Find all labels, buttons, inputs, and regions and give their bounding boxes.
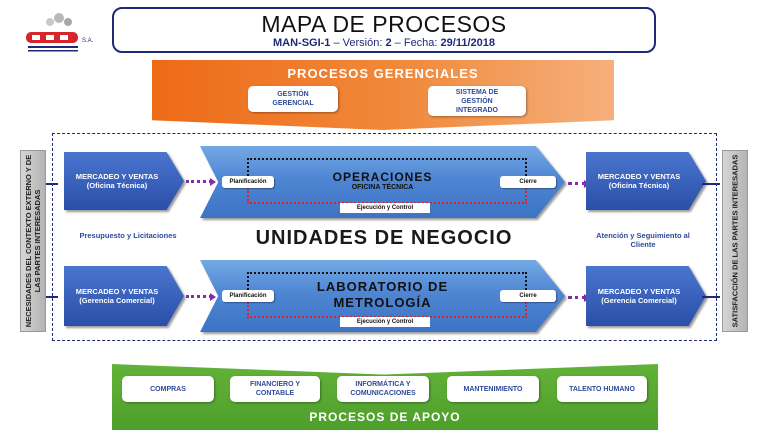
compras-box[interactable]: COMPRAS [122, 376, 214, 402]
row2-ejecucion[interactable]: Ejecución y Control [340, 317, 430, 327]
left-bar: NECESIDADES DEL CONTEXTO EXTERNO Y DE LA… [20, 150, 46, 332]
left-bar-connector-2 [46, 296, 58, 298]
row1-right-arrow[interactable]: MERCADEO Y VENTAS (Oficina Técnica) [586, 152, 706, 210]
laboratorio-title-2: METROLOGÍA [333, 295, 432, 310]
row2-connector-left [186, 295, 212, 298]
row2-loop-bottom [247, 302, 527, 318]
row1-connector-right [568, 182, 586, 185]
right-bar: SATISFACCIÓN DE LAS PARTES INTERESADAS [722, 150, 748, 332]
row1-loop-bottom [247, 188, 527, 204]
procesos-apoyo-block: COMPRAS FINANCIERO Y CONTABLE INFORMÁTIC… [112, 364, 658, 430]
row1-ejecucion[interactable]: Ejecución y Control [340, 203, 430, 213]
right-bar-connector-2 [702, 296, 720, 298]
gerenciales-title: PROCESOS GERENCIALES [287, 66, 479, 81]
operaciones-title: OPERACIONES [332, 170, 433, 184]
unidades-negocio-title: UNIDADES DE NEGOCIO [255, 227, 513, 249]
row2-right-arrow-shadow: MERCADEO Y VENTAS (Gerencia Comercial) [586, 266, 706, 326]
operaciones-subtitle: OFICINA TÉCNICA [351, 184, 414, 191]
row2-right-arrow[interactable]: MERCADEO Y VENTAS (Gerencia Comercial) [586, 266, 706, 326]
version-label: – Versión: [333, 37, 383, 49]
document-info: MAN-SGI-1 – Versión: 2 – Fecha: 29/11/20… [114, 37, 654, 50]
row1-left-arrow[interactable]: MERCADEO Y VENTAS (Oficina Técnica) [64, 152, 184, 210]
row1-left-arrow-shadow: MERCADEO Y VENTAS (Oficina Técnica) [64, 152, 184, 210]
title-box: MAPA DE PROCESOS MAN-SGI-1 – Versión: 2 … [112, 7, 656, 53]
company-logo: S.A. [26, 13, 94, 52]
row1-connector-left [186, 180, 212, 183]
talento-humano-box[interactable]: TALENTO HUMANO [557, 376, 647, 402]
row2-connector-right [568, 296, 586, 299]
atencion-label: Atención y Seguimiento al Cliente [596, 231, 690, 249]
informatica-box[interactable]: INFORMÁTICA Y COMUNICACIONES [337, 376, 429, 402]
row1-cierre[interactable]: Cierre [500, 176, 556, 188]
row2-loop-top [247, 272, 527, 290]
row2-connector-left-head [210, 293, 216, 301]
doc-date: 29/11/2018 [440, 37, 495, 49]
row2-cierre[interactable]: Cierre [500, 290, 556, 302]
sistema-gestion-box[interactable]: SISTEMA DE GESTIÓN INTEGRADO [428, 86, 526, 116]
page-title: MAPA DE PROCESOS [261, 11, 507, 37]
financiero-box[interactable]: FINANCIERO Y CONTABLE [230, 376, 320, 402]
gestion-gerencial-box[interactable]: GESTIÓN GERENCIAL [248, 86, 338, 112]
apoyo-title: PROCESOS DE APOYO [309, 410, 461, 424]
row1-connector-left-head [210, 178, 216, 186]
row2-planificacion[interactable]: Planificación [222, 290, 274, 302]
laboratorio-title-1: LABORATORIO DE [316, 279, 449, 294]
business-units-frame [52, 133, 717, 341]
row1-planificacion[interactable]: Planificación [222, 176, 274, 188]
row2-left-arrow-shadow: MERCADEO Y VENTAS (Gerencia Comercial) [64, 266, 184, 326]
row1-right-arrow-shadow: MERCADEO Y VENTAS (Oficina Técnica) [586, 152, 706, 210]
right-bar-connector-1 [702, 183, 720, 185]
logo-text: S.A. [82, 38, 94, 44]
row1-loop-top [247, 158, 527, 176]
mantenimiento-box[interactable]: MANTENIMIENTO [447, 376, 539, 402]
row2-left-arrow[interactable]: MERCADEO Y VENTAS (Gerencia Comercial) [64, 266, 184, 326]
procesos-gerenciales-block: PROCESOS GERENCIALES GESTIÓN GERENCIAL S… [152, 60, 614, 130]
date-label: – Fecha: [394, 37, 438, 49]
doc-version: 2 [385, 37, 392, 49]
doc-code: MAN-SGI-1 [272, 37, 331, 49]
presupuesto-label: Presupuesto y Licitaciones [79, 231, 177, 240]
left-bar-connector-1 [46, 183, 58, 185]
